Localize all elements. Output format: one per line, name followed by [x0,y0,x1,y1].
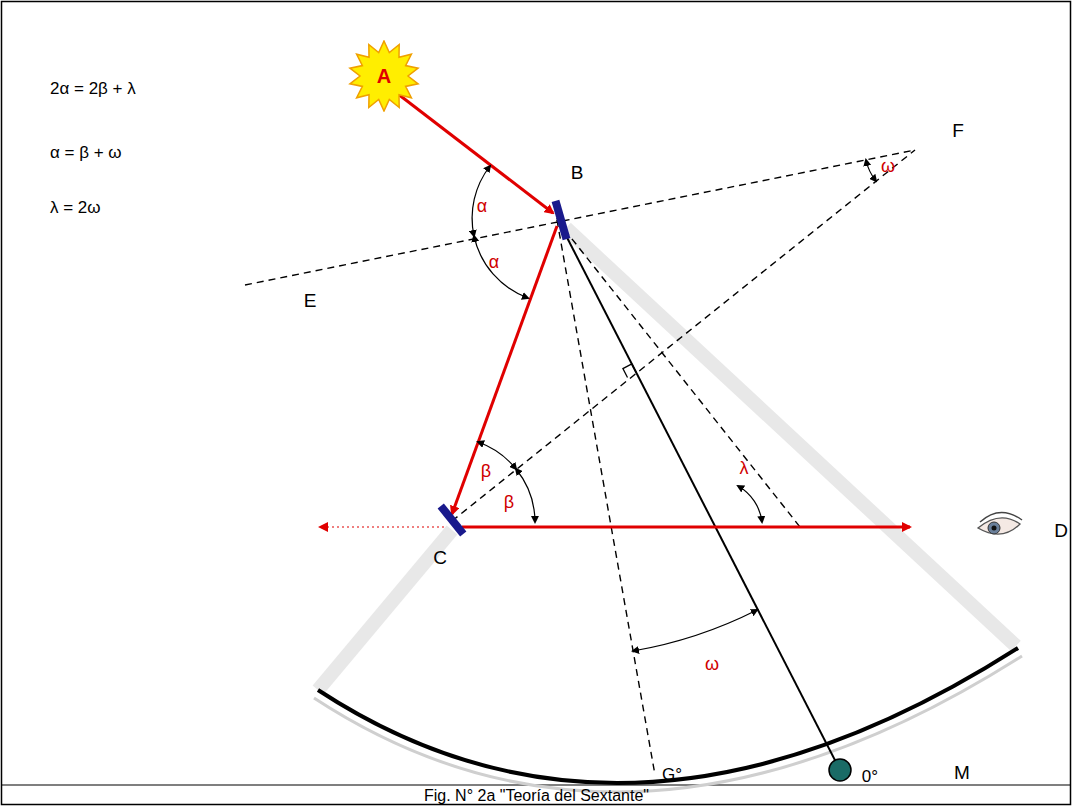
angle-label: α [489,253,499,271]
point-label: F [952,121,964,140]
angle-label: β [481,462,491,480]
scale-mark: 0° [862,768,878,785]
angle-label: α [477,197,487,215]
scale-mark: G° [662,766,682,783]
figure-caption: Fig. N° 2a "Teoría del Sextante" [0,787,1073,805]
formula: 2α = 2β + λ [50,80,136,97]
formula: λ = 2ω [50,199,101,216]
angle-label: ω [881,157,895,175]
angle-label: ω [705,655,719,673]
point-label: C [433,548,447,567]
point-label: M [954,763,970,782]
star-label: A [348,40,420,112]
angle-label: λ [740,459,749,477]
point-label: D [1054,521,1068,540]
point-label: B [571,163,584,182]
angle-label: β [504,493,514,511]
sun-star: A [348,40,420,112]
formula: α = β + ω [50,144,122,161]
point-label: E [304,291,317,310]
